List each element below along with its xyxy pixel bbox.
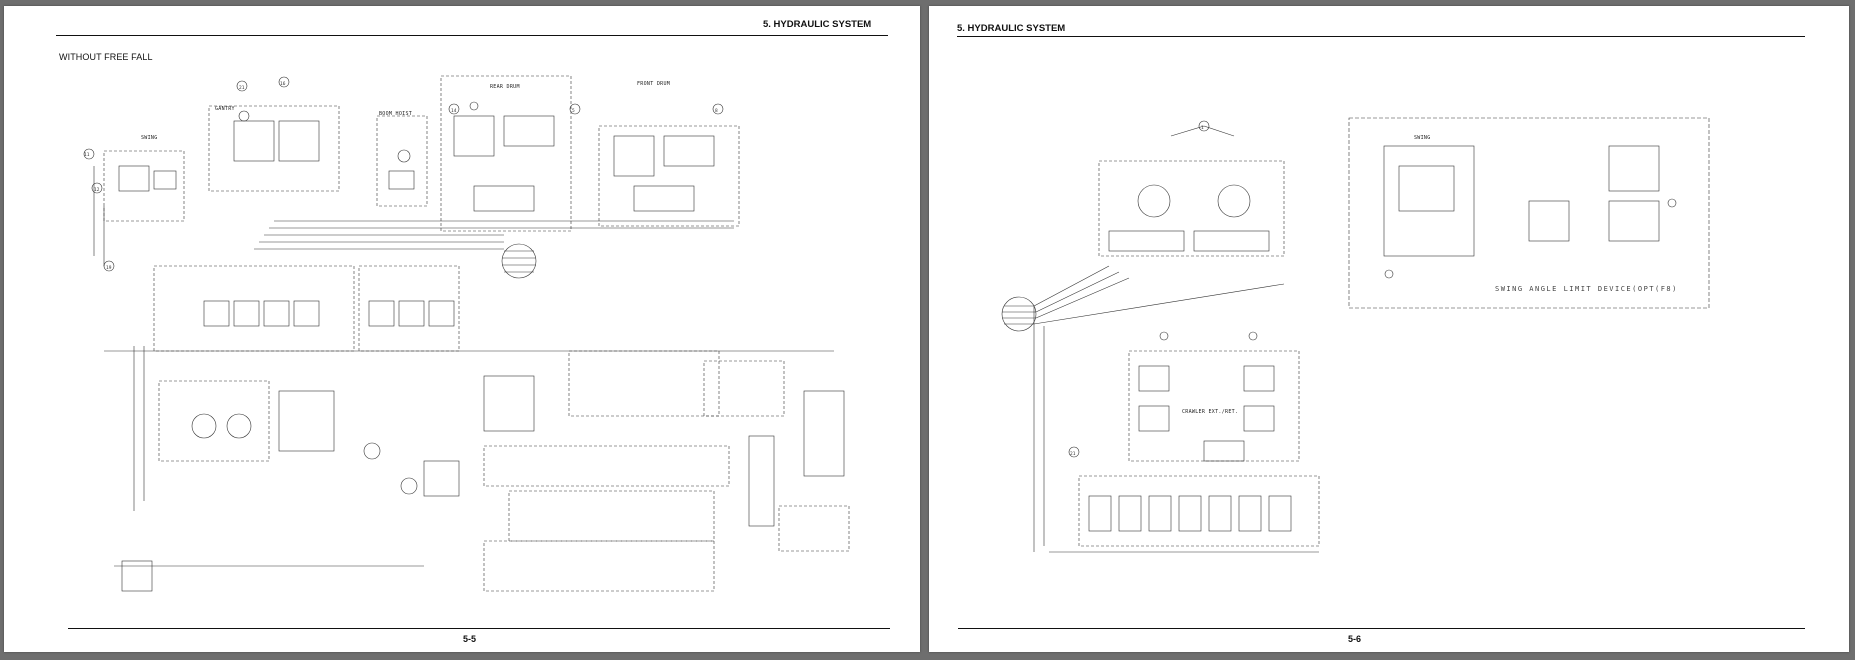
svg-text:16: 16 xyxy=(280,81,286,87)
svg-text:8: 8 xyxy=(715,108,718,114)
left-page: 5. HYDRAULIC SYSTEM WITHOUT FREE FALL xyxy=(4,6,920,652)
rear-drum-label: REAR DRUM xyxy=(490,84,520,90)
svg-text:14: 14 xyxy=(451,108,457,114)
right-page: 5. HYDRAULIC SYSTEM xyxy=(929,6,1849,652)
hydraulic-schematic-right: 1 21 xyxy=(1001,117,1710,553)
footer-rule xyxy=(68,628,890,629)
swing-label: SWING xyxy=(1414,135,1431,141)
front-drum-label: FRONT DRUM xyxy=(637,81,671,87)
svg-text:19: 19 xyxy=(106,265,112,271)
page-header: 5. HYDRAULIC SYSTEM xyxy=(957,23,1066,34)
svg-text:1: 1 xyxy=(1201,125,1204,131)
footer-rule xyxy=(958,628,1805,629)
svg-text:11: 11 xyxy=(84,152,90,158)
page-number: 5-5 xyxy=(463,634,477,644)
header-rule xyxy=(56,35,888,36)
swing-label: SWING xyxy=(141,135,158,141)
svg-text:5: 5 xyxy=(572,108,575,114)
gantry-label: GANTRY xyxy=(215,106,235,112)
swing-angle-limit-label: SWING ANGLE LIMIT DEVICE(OPT(F8) xyxy=(1495,285,1678,293)
boom-hoist-label: BOOM HOIST xyxy=(379,111,413,117)
diagram-subtitle: WITHOUT FREE FALL xyxy=(59,52,153,62)
header-rule xyxy=(957,36,1805,37)
page-number: 5-6 xyxy=(1348,634,1362,644)
hydraulic-schematic-left: 11 12 19 16 21 14 5 8 xyxy=(83,75,850,592)
svg-text:21: 21 xyxy=(1070,451,1076,457)
crawler-ext-label: CRAWLER EXT./RET. xyxy=(1182,409,1239,415)
svg-text:12: 12 xyxy=(94,187,100,193)
page-header: 5. HYDRAULIC SYSTEM xyxy=(763,19,872,30)
svg-text:21: 21 xyxy=(239,85,245,91)
